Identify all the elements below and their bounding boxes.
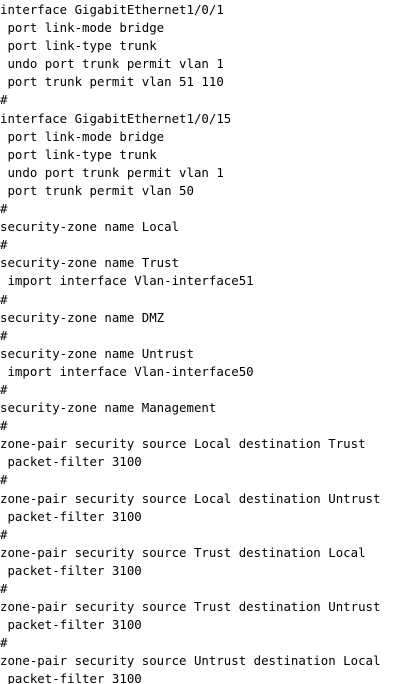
- config-line: #: [0, 418, 8, 434]
- config-line: security-zone name DMZ: [0, 309, 165, 325]
- config-line: #: [0, 291, 8, 307]
- config-line: zone-pair security source Local destinat…: [0, 490, 381, 506]
- config-line: zone-pair security source Untrust destin…: [0, 653, 381, 669]
- config-line: port trunk permit vlan 50: [0, 182, 194, 198]
- config-line: packet-filter 3100: [0, 671, 142, 684]
- config-line: port link-type trunk: [0, 38, 157, 54]
- config-line: security-zone name Untrust: [0, 345, 194, 361]
- config-line: zone-pair security source Trust destinat…: [0, 599, 381, 615]
- config-line: #: [0, 201, 8, 217]
- config-line: #: [0, 381, 8, 397]
- config-line: port trunk permit vlan 51 110: [0, 74, 224, 90]
- config-line: packet-filter 3100: [0, 617, 142, 633]
- config-line: packet-filter 3100: [0, 508, 142, 524]
- config-line: security-zone name Local: [0, 219, 180, 235]
- config-line: undo port trunk permit vlan 1: [0, 56, 224, 72]
- config-line: interface GigabitEthernet1/0/1: [0, 2, 224, 17]
- config-line: port link-mode bridge: [0, 128, 165, 144]
- config-line: #: [0, 92, 8, 108]
- config-line: security-zone name Management: [0, 400, 217, 416]
- config-line: #: [0, 327, 8, 343]
- config-line: packet-filter 3100: [0, 454, 142, 470]
- config-line: #: [0, 581, 8, 596]
- config-line: interface GigabitEthernet1/0/15: [0, 110, 232, 126]
- config-line: #: [0, 472, 8, 488]
- config-line: undo port trunk permit vlan 1: [0, 164, 224, 180]
- config-line: port link-mode bridge: [0, 20, 165, 36]
- config-line: port link-type trunk: [0, 146, 157, 162]
- config-line: packet-filter 3100: [0, 562, 142, 578]
- config-line: #: [0, 635, 8, 651]
- config-line: #: [0, 526, 8, 542]
- config-line: import interface Vlan-interface51: [0, 273, 254, 289]
- config-line: security-zone name Trust: [0, 255, 180, 271]
- config-line: zone-pair security source Local destinat…: [0, 436, 366, 452]
- config-line: import interface Vlan-interface50: [0, 363, 254, 379]
- config-line: zone-pair security source Trust destinat…: [0, 544, 366, 560]
- config-line: #: [0, 237, 8, 253]
